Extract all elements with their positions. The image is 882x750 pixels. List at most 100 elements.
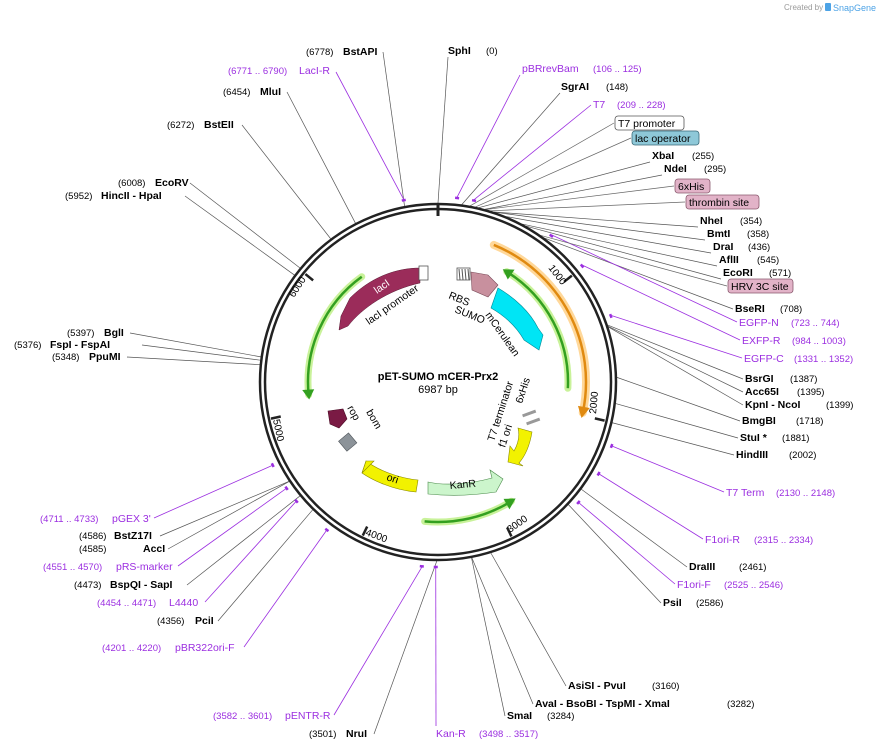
enzyme-asisi-pvui[interactable]: AsiSI - PvuI (3160) xyxy=(568,680,679,692)
leader-bsrgi xyxy=(607,324,744,380)
enzyme-bstz17i[interactable]: (4586) BstZ17I xyxy=(79,530,152,542)
primer-t7[interactable]: T7 (209 .. 228) xyxy=(593,99,666,111)
enzyme-smai[interactable]: SmaI (3284) xyxy=(507,710,574,722)
enzyme-psii[interactable]: PsiI (2586) xyxy=(663,597,723,609)
svg-text:(4551 .. 4570): (4551 .. 4570) xyxy=(43,562,102,573)
enzyme-sphi[interactable]: SphI (0) xyxy=(448,45,498,57)
primer-pentr-r[interactable]: (3582 .. 3601) pENTR-R xyxy=(213,710,331,722)
mcerulean-feature[interactable] xyxy=(490,287,544,351)
svg-text:DraI: DraI xyxy=(713,241,734,253)
primer-pgex3[interactable]: (4711 .. 4733) pGEX 3' xyxy=(40,513,151,525)
enzyme-bstapi[interactable]: (6778) BstAPI xyxy=(306,46,378,58)
enzyme-bgli[interactable]: (5397) BglI xyxy=(67,327,124,339)
enzyme-bmgbi[interactable]: BmgBI (1718) xyxy=(742,415,823,427)
enzyme-mlui[interactable]: (6454) MluI xyxy=(223,86,281,98)
enzyme-bmti[interactable]: BmtI (358) xyxy=(707,228,769,240)
enzyme-nrui[interactable]: (3501) NruI xyxy=(309,728,367,740)
enzyme-ppumi[interactable]: (5348) PpuMI xyxy=(52,351,121,363)
svg-text:(4473): (4473) xyxy=(74,580,101,591)
svg-text:(3501): (3501) xyxy=(309,729,336,740)
feature-hrv3c-site[interactable]: HRV 3C site xyxy=(727,278,794,294)
primer-f1ori-f[interactable]: F1ori-F (2525 .. 2546) xyxy=(677,579,783,591)
enzyme-kpni-ncoi[interactable]: KpnI - NcoI (1399) xyxy=(745,399,853,411)
enzyme-aflii[interactable]: AflII (545) xyxy=(719,254,779,266)
feature-thrombin-site[interactable]: thrombin site xyxy=(685,194,760,210)
svg-text:pRS-marker: pRS-marker xyxy=(116,561,173,573)
ori-feature[interactable] xyxy=(361,460,419,493)
t7-terminator-feature[interactable] xyxy=(522,409,541,426)
leader-t7term xyxy=(612,445,725,493)
svg-text:BseRI: BseRI xyxy=(735,303,765,315)
feature-lac-operator[interactable]: lac operator xyxy=(631,130,700,146)
primer-t7-term[interactable]: T7 Term (2130 .. 2148) xyxy=(726,487,835,499)
enzyme-xbai[interactable]: XbaI (255) xyxy=(652,150,714,162)
svg-text:(3582 .. 3601): (3582 .. 3601) xyxy=(213,711,272,722)
feature-t7-promoter[interactable]: T7 promoter xyxy=(614,115,685,131)
primer-mark-egfp-c xyxy=(608,313,613,319)
primer-laci-r[interactable]: (6771 .. 6790) LacI-R xyxy=(228,65,330,77)
svg-text:EcoRV: EcoRV xyxy=(155,177,189,189)
primer-pbrrevbam[interactable]: pBRrevBam (106 .. 125) xyxy=(522,63,642,75)
enzyme-pcii[interactable]: (4356) PciI xyxy=(157,615,214,627)
f1-ori-feature[interactable] xyxy=(507,427,533,467)
enzyme-hincii-hpai[interactable]: (5952) HincII - HpaI xyxy=(65,190,162,202)
enzyme-draiii[interactable]: DraIII (2461) xyxy=(689,561,766,573)
primer-egfp-c[interactable]: EGFP-C (1331 .. 1352) xyxy=(744,353,853,365)
enzyme-hindiii[interactable]: HindIII (2002) xyxy=(736,449,816,461)
svg-text:FspI - FspAI: FspI - FspAI xyxy=(50,339,110,351)
feature-6xhis[interactable]: 6xHis xyxy=(674,178,711,194)
plasmid-name: pET-SUMO mCER-Prx2 xyxy=(378,371,498,383)
rop-feature[interactable] xyxy=(327,408,348,429)
primer-egfp-n[interactable]: EGFP-N (723 .. 744) xyxy=(739,317,840,329)
laci-feature[interactable] xyxy=(338,267,421,331)
leader-drai xyxy=(506,216,712,254)
enzyme-acc65i[interactable]: Acc65I (1395) xyxy=(745,386,824,398)
svg-text:(209 .. 228): (209 .. 228) xyxy=(617,100,666,111)
svg-text:T7 promoter: T7 promoter xyxy=(618,118,676,130)
tick-label-2000: 2000 xyxy=(588,391,601,415)
enzyme-sgrai[interactable]: SgrAI (148) xyxy=(561,81,628,93)
enzyme-fspi-fspai[interactable]: (5376) FspI - FspAI xyxy=(14,339,110,351)
enzyme-ecori[interactable]: EcoRI (571) xyxy=(723,267,791,279)
svg-text:BmtI: BmtI xyxy=(707,228,730,240)
svg-text:BmgBI: BmgBI xyxy=(742,415,776,427)
leader-beseri xyxy=(544,237,734,310)
svg-text:(1331 .. 1352): (1331 .. 1352) xyxy=(794,354,853,365)
enzyme-bsteii[interactable]: (6272) BstEII xyxy=(167,119,234,131)
primer-kan-r[interactable]: Kan-R (3498 .. 3517) xyxy=(436,728,538,740)
enzyme-stui[interactable]: StuI * (1881) xyxy=(740,432,809,444)
enzyme-ndei[interactable]: NdeI (295) xyxy=(664,163,726,175)
svg-text:AccI: AccI xyxy=(143,543,165,555)
svg-text:(0): (0) xyxy=(486,46,498,57)
svg-text:lac operator: lac operator xyxy=(635,133,691,145)
enzyme-bsrgi[interactable]: BsrGI (1387) xyxy=(745,373,817,385)
primer-f1ori-r[interactable]: F1ori-R (2315 .. 2334) xyxy=(705,534,813,546)
rbs-feature[interactable] xyxy=(456,267,471,281)
leader-bmgbi xyxy=(616,377,741,422)
enzyme-acci[interactable]: (4585) AccI xyxy=(79,543,165,555)
svg-text:HRV 3C site: HRV 3C site xyxy=(731,281,789,293)
enzyme-bspqi-sapi[interactable]: (4473) BspQI - SapI xyxy=(74,579,173,591)
leader-sgrai xyxy=(461,92,561,205)
svg-text:XbaI: XbaI xyxy=(652,150,674,162)
leader-stui xyxy=(615,403,739,439)
primer-prs-marker[interactable]: (4551 .. 4570) pRS-marker xyxy=(43,561,173,573)
svg-text:DraIII: DraIII xyxy=(689,561,715,573)
enzyme-nhei[interactable]: NheI (354) xyxy=(700,215,762,227)
primer-pbr322ori-f[interactable]: (4201 .. 4220) pBR322ori-F xyxy=(102,642,235,654)
enzyme-bseri[interactable]: BseRI (708) xyxy=(735,303,802,315)
enzyme-ecorv[interactable]: (6008) EcoRV xyxy=(118,177,189,189)
kanr-feature[interactable] xyxy=(427,469,504,496)
leader-6xhis xyxy=(485,185,675,210)
enzyme-drai[interactable]: DraI (436) xyxy=(713,241,770,253)
primer-l4440[interactable]: (4454 .. 4471) L4440 xyxy=(97,597,198,609)
leader-nhei xyxy=(493,211,699,228)
primer-exfp-r[interactable]: EXFP-R (984 .. 1003) xyxy=(742,335,846,347)
leader-smai xyxy=(471,557,506,717)
sumo-feature[interactable] xyxy=(470,271,499,298)
leader-asisi xyxy=(490,552,567,687)
bom-feature[interactable] xyxy=(338,432,358,452)
laci-promoter-feature[interactable] xyxy=(418,265,429,281)
leader-psii xyxy=(568,504,662,604)
enzyme-avai-group[interactable]: AvaI - BsoBI - TspMI - XmaI (3282) xyxy=(535,698,754,710)
